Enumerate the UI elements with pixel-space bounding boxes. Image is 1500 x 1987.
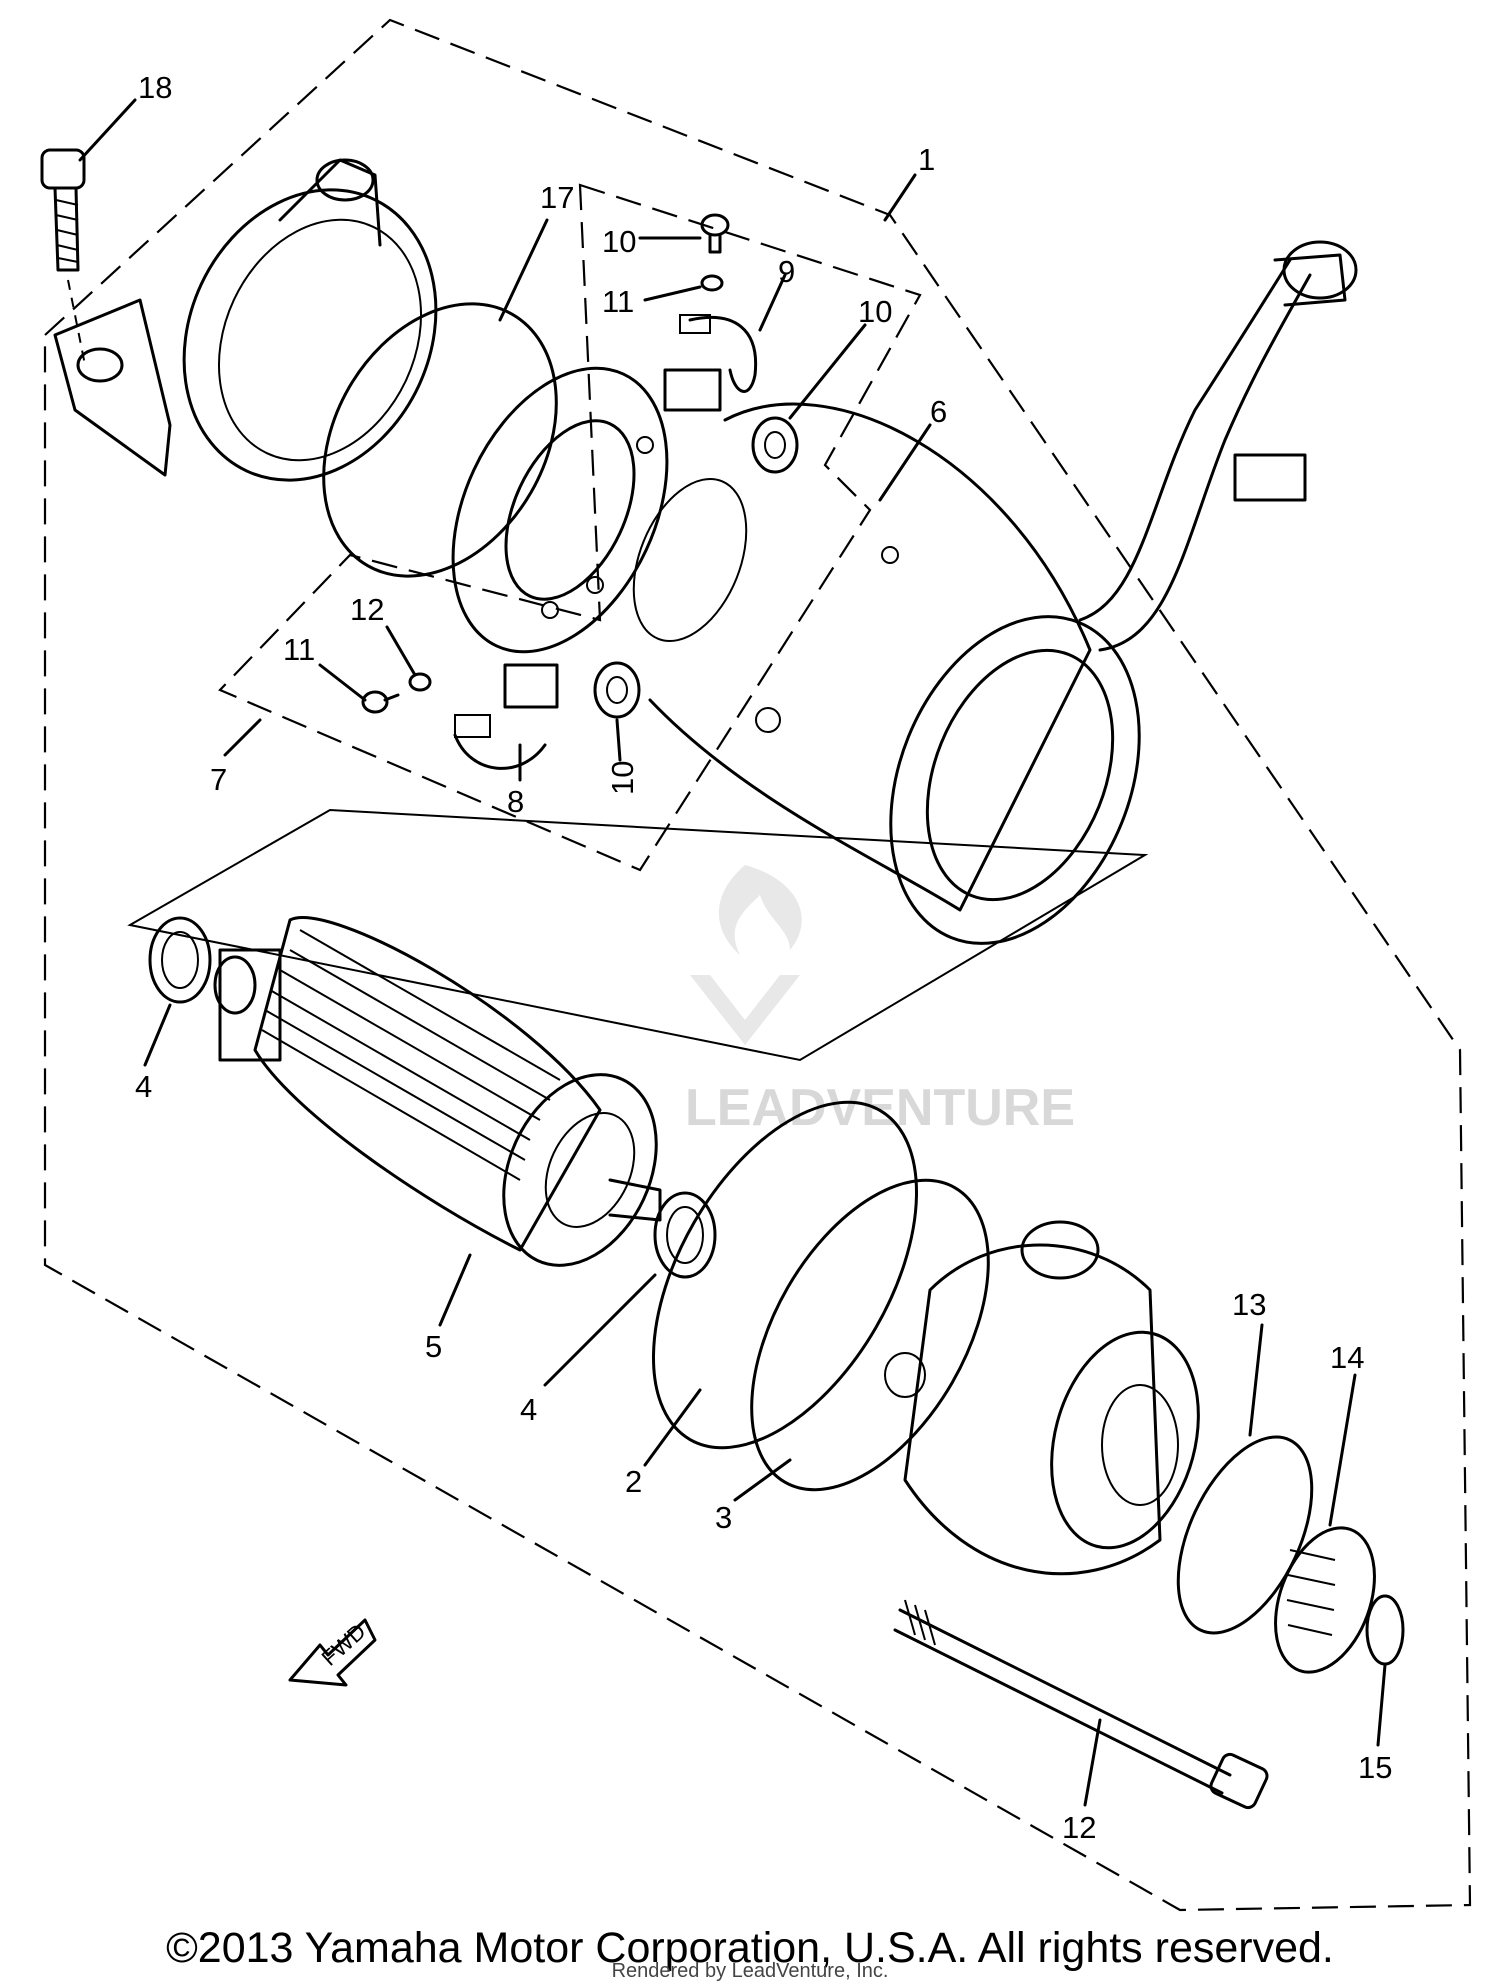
callout-4-right: 4: [520, 1392, 537, 1427]
callout-5: 5: [425, 1329, 442, 1364]
part-10-bushing-upper: [751, 416, 799, 474]
copyright-notice: ©2013 Yamaha Motor Corporation, U.S.A. A…: [166, 1924, 1334, 1972]
part-5-armature: [213, 916, 662, 1267]
callout-labels: 18 17 1 10 11 9 10 6 12 11 7 8 10 4 5 4 …: [135, 70, 1392, 1845]
callout-11-lower: 11: [283, 632, 315, 667]
part-13-o-ring: [322, 302, 558, 578]
part-12-washer-upper: [700, 274, 724, 292]
callout-2: 2: [625, 1464, 642, 1499]
callout-3: 3: [715, 1500, 732, 1535]
part-11-screw-upper: [700, 213, 730, 254]
part-15-o-ring: [1176, 1435, 1314, 1635]
brush-holder-group-outline: [218, 183, 922, 872]
part-10-bushing-lower: [593, 661, 641, 719]
callout-16: 14: [1330, 1340, 1364, 1375]
leader-lines: [78, 98, 1387, 1807]
callout-8: 8: [507, 784, 524, 819]
callout-9: 9: [778, 254, 795, 289]
callout-7: 7: [210, 762, 227, 797]
part-8-brush: [453, 663, 559, 770]
callout-11-upper: 10: [602, 224, 636, 259]
callout-4-left: 4: [135, 1069, 152, 1104]
callout-12-upper: 11: [602, 284, 634, 319]
callout-6: 6: [930, 394, 947, 429]
fwd-label: FWD: [317, 1619, 371, 1671]
callout-17: 15: [1358, 1750, 1392, 1785]
yoke-alignment-outline: [127, 808, 1149, 1062]
assembly-outline-dashed: [43, 18, 1472, 1912]
rendered-by-notice: Rendered by LeadVenture, Inc.: [611, 1960, 889, 1982]
front-cover: [884, 1220, 1200, 1576]
callout-1: 1: [918, 142, 935, 177]
part-4-washer-left: [148, 916, 212, 1004]
part-3-plate: [750, 1178, 990, 1492]
part-6-yoke: [632, 240, 1358, 945]
rear-cover: [53, 158, 438, 482]
part-4-washer-right: [653, 1191, 717, 1279]
watermark-logo: LEADVENTURE: [685, 865, 1075, 1137]
callout-10-lower: 10: [605, 761, 640, 795]
callout-13: 17: [540, 180, 574, 215]
callout-18: 18: [138, 70, 172, 105]
part-18-bolt: [40, 148, 86, 366]
part-2-gasket: [651, 1100, 919, 1450]
part-11-screw-lower: [361, 690, 400, 714]
part-16-pinion-gear: [1274, 1526, 1376, 1674]
part-17-circlip: [1365, 1594, 1405, 1666]
callout-14: 12: [1062, 1810, 1096, 1845]
fwd-arrow-icon: FWD: [288, 1618, 377, 1687]
callout-12-lower: 12: [350, 592, 384, 627]
brush-plate: [451, 366, 669, 654]
part-14-through-bolt: [893, 1599, 1269, 1810]
callout-10-upper: 10: [858, 294, 892, 329]
callout-15: 13: [1232, 1287, 1266, 1322]
part-12-washer-lower: [408, 672, 432, 692]
part-9-brush: [663, 314, 758, 412]
watermark-text: LEADVENTURE: [685, 1079, 1075, 1137]
